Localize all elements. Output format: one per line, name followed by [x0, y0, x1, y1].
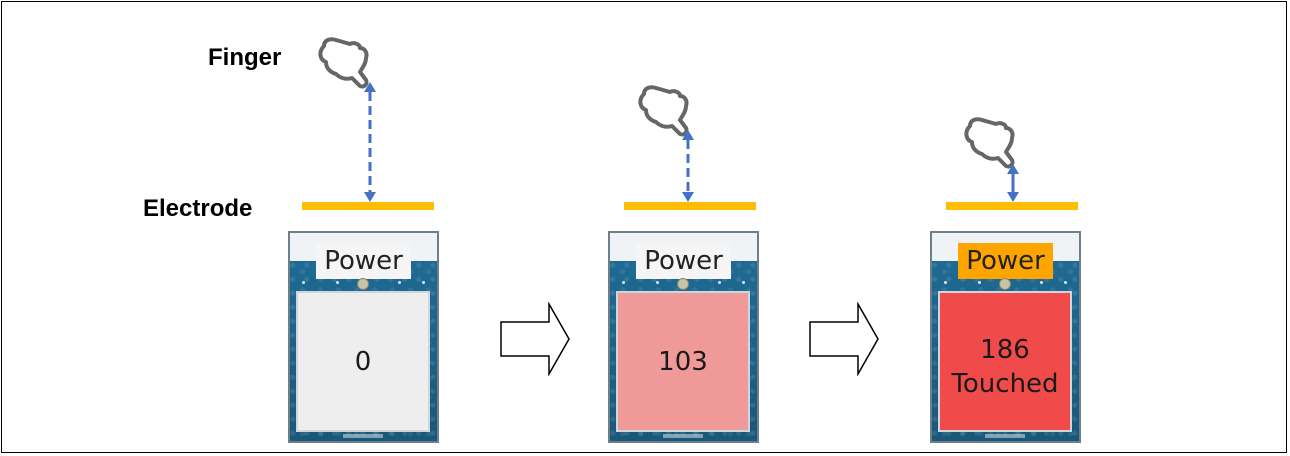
double-arrow-icon [1007, 164, 1019, 202]
panel-title: Power [636, 243, 731, 279]
pointing-finger-icon [638, 85, 689, 137]
sensor-panel-touched: Power 186 Touched [930, 231, 1081, 443]
power-value: 103 [658, 346, 708, 377]
power-value-display: 103 [616, 291, 750, 432]
pointing-finger-icon [964, 117, 1015, 169]
screw-icon [999, 278, 1011, 290]
dashed-double-arrow-icon [364, 82, 376, 202]
screw-icon [357, 278, 369, 290]
sensor-panel-idle: Power 0 [288, 231, 439, 443]
electrode-label: Electrode [143, 195, 253, 222]
power-value-display: 186 Touched [938, 291, 1072, 432]
touch-status: Touched [951, 368, 1059, 399]
finger-label: Finger [208, 44, 282, 71]
screw-icon [677, 278, 689, 290]
sensor-panel-approaching: Power 103 [608, 231, 759, 443]
panel-title-highlighted: Power [958, 243, 1053, 279]
block-right-arrow-icon [809, 302, 879, 376]
electrode-bar [946, 202, 1078, 210]
block-right-arrow-icon [500, 302, 570, 376]
panel-title: Power [316, 243, 411, 279]
electrode-bar [302, 202, 434, 210]
power-value-display: 0 [296, 291, 430, 432]
power-value: 0 [354, 346, 372, 377]
pointing-finger-icon [318, 37, 369, 89]
electrode-bar [624, 202, 756, 210]
dashed-double-arrow-icon [682, 130, 694, 202]
power-value: 186 [980, 334, 1030, 365]
